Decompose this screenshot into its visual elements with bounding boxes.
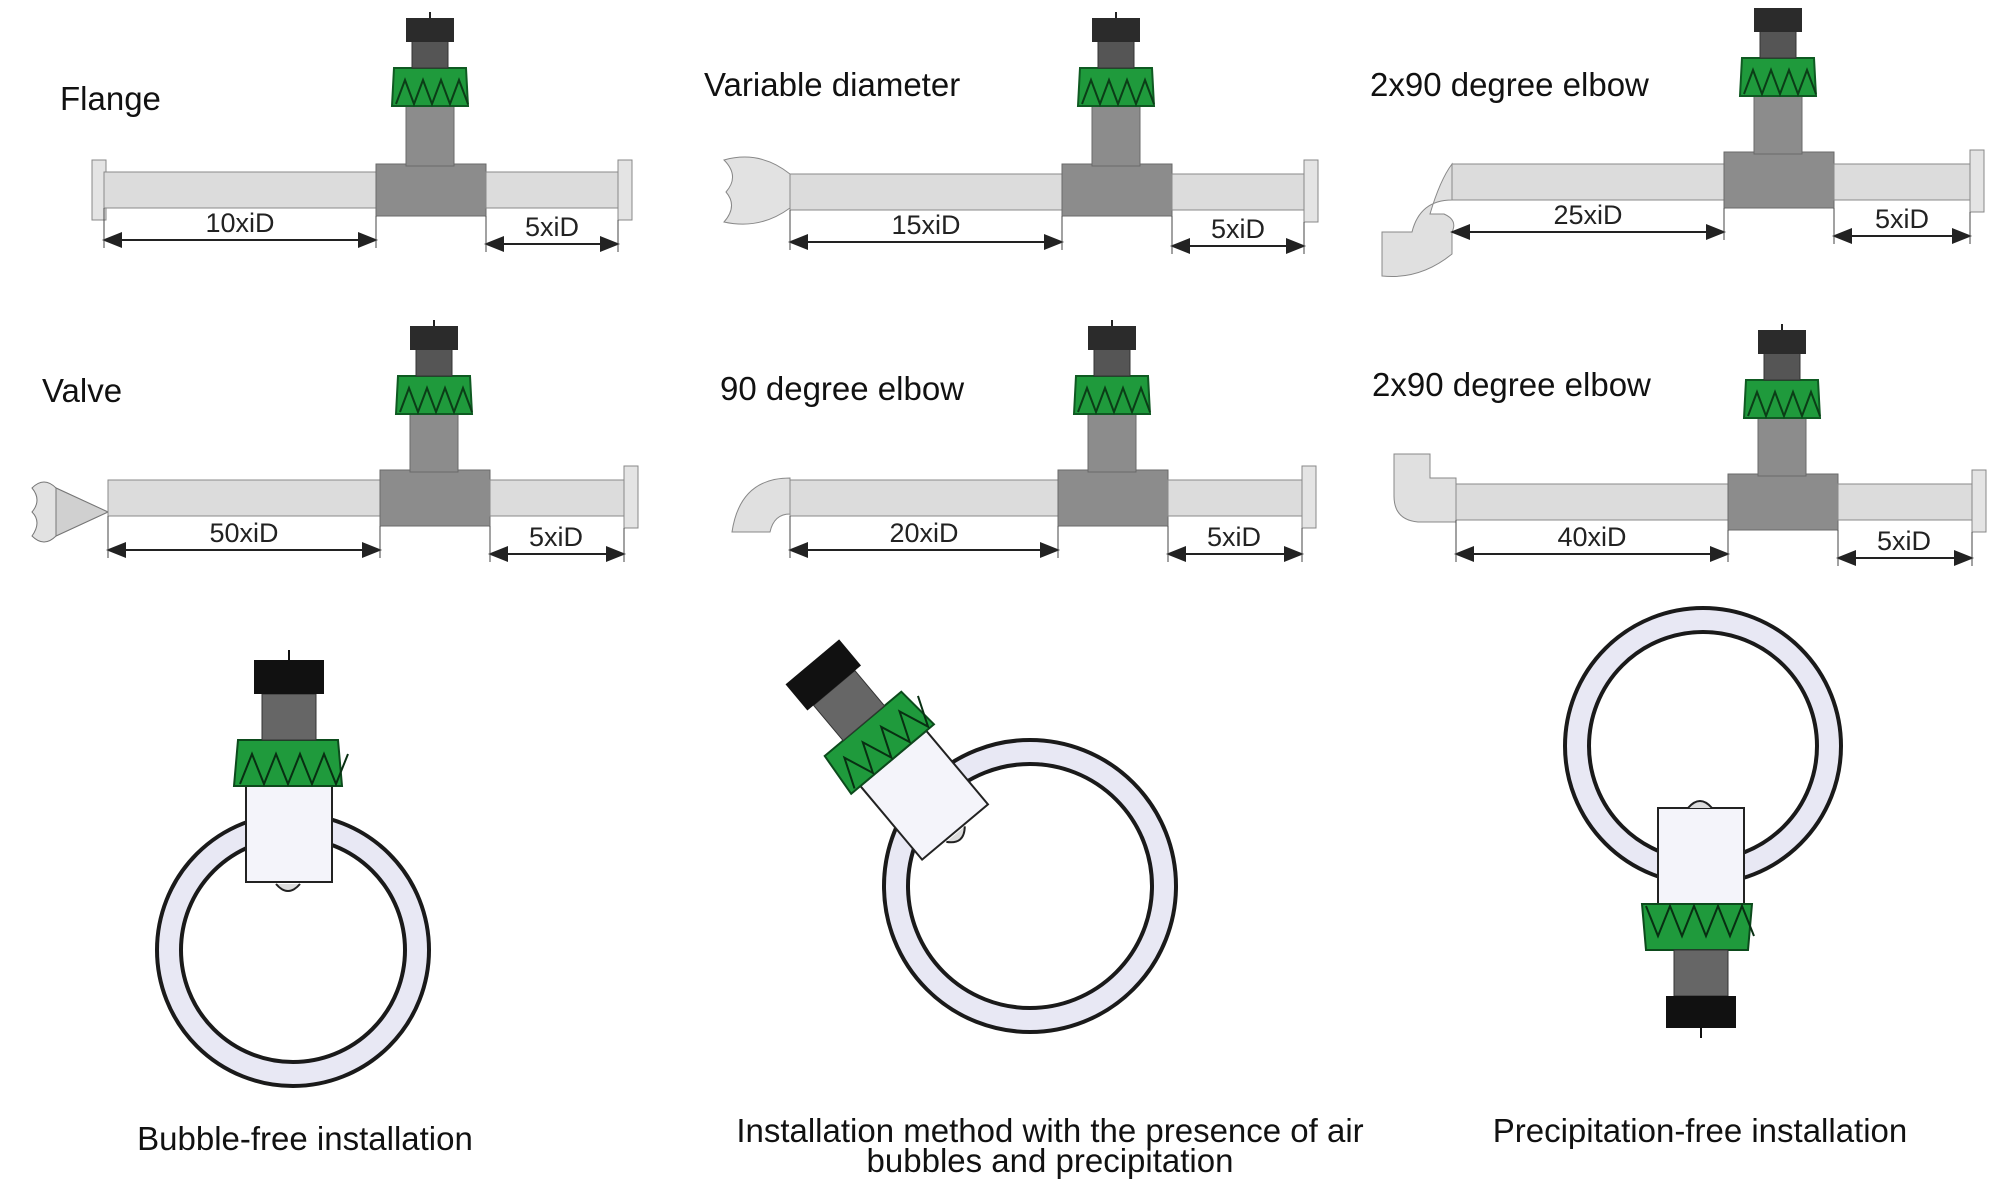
flange-downstream xyxy=(1971,469,1987,533)
tee-body xyxy=(1723,151,1835,209)
dim-upstream: 25xiD xyxy=(1553,200,1622,230)
tee-body xyxy=(375,163,487,217)
elbow-fitting xyxy=(731,477,791,533)
reducer-fitting xyxy=(723,156,791,225)
title-variable-diameter: Variable diameter xyxy=(704,66,961,103)
dim-upstream: 20xiD xyxy=(889,518,958,548)
tee-body xyxy=(1057,469,1169,527)
title-2x90-elbow-bottom: 2x90 degree elbow xyxy=(1372,366,1651,403)
green-nut xyxy=(232,739,344,787)
panel-variable-diameter: 15xiD 5xiD xyxy=(723,12,1319,254)
pipe-upstream xyxy=(1455,483,1729,521)
pipe-upstream xyxy=(107,479,381,517)
dim-downstream: 5xiD xyxy=(525,212,579,242)
panel-2x90-elbow-top: 25xiD 5xiD xyxy=(1381,8,1985,278)
pipe-downstream xyxy=(485,171,619,209)
dim-upstream: 10xiD xyxy=(205,208,274,238)
sensor-probe xyxy=(1076,12,1156,167)
sensor-probe xyxy=(390,12,470,167)
dim-upstream: 50xiD xyxy=(209,518,278,548)
pipe-downstream xyxy=(1833,163,1973,201)
title-flange: Flange xyxy=(60,80,161,117)
orientation-bubble-free xyxy=(155,650,431,1088)
dim-downstream: 5xiD xyxy=(1877,526,1931,556)
panel-90-elbow: 20xiD 5xiD xyxy=(731,320,1317,562)
panel-flange: 10xiD 5xiD xyxy=(91,12,633,252)
flange-downstream xyxy=(1303,159,1319,223)
pipe-downstream xyxy=(1167,479,1303,517)
sensor-probe xyxy=(1742,324,1822,477)
orientation-precipitation-free xyxy=(1563,606,1843,1038)
title-90-elbow: 90 degree elbow xyxy=(720,370,965,407)
caption-air-bubbles: Installation method with the presence of… xyxy=(736,1112,1364,1179)
tee-body xyxy=(1727,473,1839,531)
dim-downstream: 5xiD xyxy=(529,522,583,552)
dim-upstream: 15xiD xyxy=(891,210,960,240)
pipe-downstream xyxy=(1837,483,1973,521)
angled-probe xyxy=(785,639,990,862)
dim-upstream: 40xiD xyxy=(1557,522,1626,552)
panel-2x90-elbow-bottom: 40xiD 5xiD xyxy=(1393,324,1987,566)
probe-cap xyxy=(1666,996,1736,1028)
flange-downstream xyxy=(617,159,633,221)
dim-downstream: 5xiD xyxy=(1207,522,1261,552)
sensor-probe xyxy=(394,320,474,473)
flange-downstream xyxy=(623,465,639,529)
title-valve: Valve xyxy=(42,372,123,409)
green-nut xyxy=(1640,903,1754,951)
pipe-upstream xyxy=(789,173,1063,211)
pipe-upstream xyxy=(789,479,1059,517)
caption-precipitation-free: Precipitation-free installation xyxy=(1492,1112,1908,1149)
probe-neck xyxy=(261,693,317,741)
flange-downstream xyxy=(1969,149,1985,213)
sensor-probe xyxy=(1738,8,1818,155)
caption-bubble-free: Bubble-free installation xyxy=(137,1120,473,1157)
pipe-downstream xyxy=(489,479,625,517)
sensor-body xyxy=(1657,807,1745,905)
probe-cap xyxy=(254,660,324,694)
flange-downstream xyxy=(1301,465,1317,529)
pipe-upstream xyxy=(1451,163,1725,201)
panel-valve: 50xiD 5xiD xyxy=(31,320,639,562)
probe-neck xyxy=(1673,949,1729,997)
sensor-body xyxy=(245,785,333,883)
tee-body xyxy=(1061,163,1173,217)
tee-body xyxy=(379,469,491,527)
pipe-upstream xyxy=(103,171,377,209)
dim-downstream: 5xiD xyxy=(1211,214,1265,244)
sensor-probe xyxy=(1072,320,1152,473)
probe-cap xyxy=(785,639,862,711)
title-2x90-elbow-top: 2x90 degree elbow xyxy=(1370,66,1649,103)
double-elbow-fitting xyxy=(1393,453,1457,523)
dim-downstream: 5xiD xyxy=(1875,204,1929,234)
pipe-downstream xyxy=(1171,173,1305,211)
double-elbow-fitting xyxy=(1381,162,1455,278)
orientation-air-bubbles xyxy=(785,639,1178,1034)
